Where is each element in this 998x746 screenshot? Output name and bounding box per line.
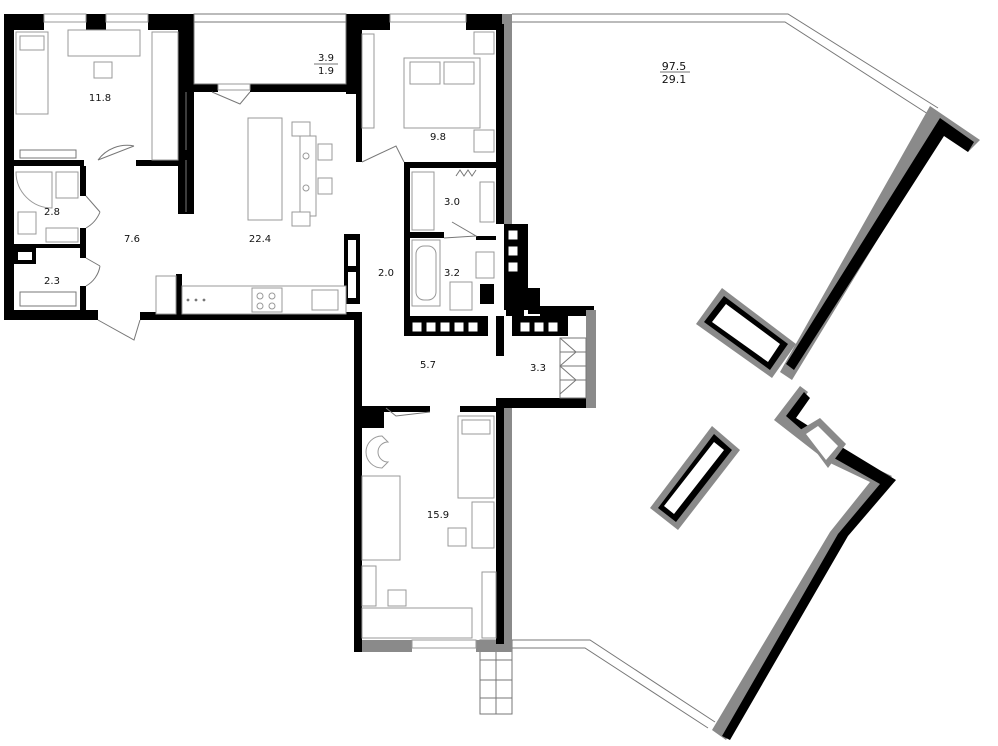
area-bedroom-lower: 15.9 xyxy=(427,510,449,521)
area-storage: 2.3 xyxy=(44,276,60,287)
bathroom-small-furniture xyxy=(15,171,79,243)
slanted-wall xyxy=(712,106,980,740)
area-corridor: 2.0 xyxy=(378,268,394,279)
radiators xyxy=(19,149,559,333)
vent-block-1 xyxy=(696,288,796,378)
area-stair: 3.3 xyxy=(530,363,546,374)
bedroom-top-left-furniture xyxy=(15,29,179,161)
area-hall: 7.6 xyxy=(124,234,140,245)
area-balcony-sub: 1.9 xyxy=(318,66,334,77)
area-living-kitchen: 22.4 xyxy=(249,234,271,245)
bedroom-lower-furniture xyxy=(361,415,497,639)
area-wc: 3.0 xyxy=(444,197,460,208)
vent-block-2 xyxy=(650,426,740,530)
room-labels: 11.8 3.9 1.9 9.8 2.8 7.6 22.4 2.0 3.0 3.… xyxy=(44,53,690,521)
area-bathroom: 3.2 xyxy=(444,268,460,279)
doors xyxy=(85,91,478,417)
stair xyxy=(559,337,587,399)
area-bedroom-top-left: 11.8 xyxy=(89,93,111,104)
vent-block-3 xyxy=(800,418,846,468)
area-balcony: 3.9 xyxy=(318,53,334,64)
living-kitchen-furniture xyxy=(155,117,347,315)
outer-walls xyxy=(4,13,596,652)
living-area: 29.1 xyxy=(662,73,687,86)
area-master-bedroom: 9.8 xyxy=(430,132,446,143)
windows xyxy=(43,13,477,649)
total-area: 97.5 xyxy=(662,60,687,73)
area-bathroom-small: 2.8 xyxy=(44,207,60,218)
wc-bathroom-furniture xyxy=(411,169,495,311)
area-hallway-lower: 5.7 xyxy=(420,360,436,371)
terrace-outline xyxy=(479,13,939,729)
master-bedroom-furniture xyxy=(361,31,495,153)
